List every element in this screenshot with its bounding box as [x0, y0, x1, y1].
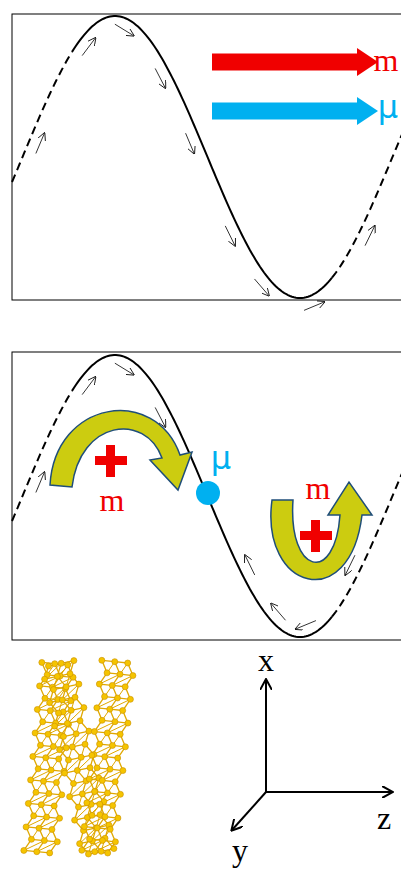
axes [232, 680, 392, 830]
wave-curves [12, 16, 401, 637]
flow-arrow [115, 24, 134, 35]
wave [72, 355, 332, 637]
flow-arrow [155, 68, 165, 88]
axis-label: x [258, 644, 274, 676]
flow-arrow [186, 133, 195, 153]
dipole-label: μ [378, 91, 398, 123]
flow-arrow [115, 363, 134, 374]
wave [12, 52, 72, 182]
flow-arrow [254, 279, 268, 296]
dipole-label: μ [211, 442, 231, 474]
flow-arrow [225, 226, 235, 246]
flow-arrow [82, 38, 95, 56]
flow-arrow [296, 621, 316, 629]
axis-label: y [232, 834, 248, 866]
moment-label: m [374, 44, 399, 76]
panel-frame [12, 352, 401, 640]
moment-arrows [212, 48, 378, 125]
gold-cluster [21, 657, 136, 857]
flow-arrow [82, 377, 95, 395]
panel-frame [12, 14, 401, 300]
wave [332, 134, 401, 277]
flow-arrow [245, 555, 255, 575]
flow-arrow [271, 604, 285, 621]
flow-arrow [365, 226, 375, 246]
moment-label: m [306, 472, 331, 504]
flow-arrow [36, 472, 45, 492]
flow-arrow [304, 302, 324, 310]
flow-arrows [36, 24, 375, 629]
curved-arrows [50, 411, 372, 580]
axis-label: z [377, 802, 391, 834]
moment-label: m [100, 484, 125, 516]
flow-arrow [36, 133, 45, 153]
dipole-dot [196, 481, 220, 505]
